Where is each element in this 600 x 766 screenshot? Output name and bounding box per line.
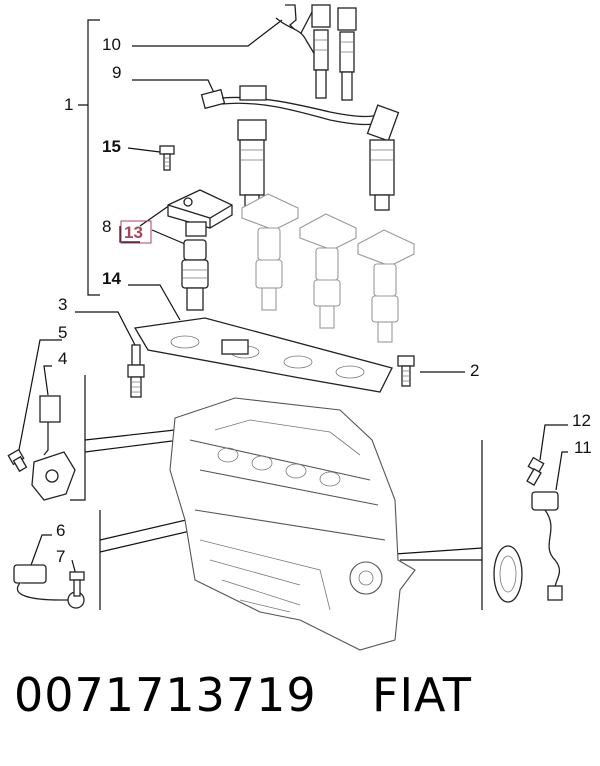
sensor-bracket-right xyxy=(394,440,483,610)
leader-5 xyxy=(17,339,62,456)
callout-14: 14 xyxy=(102,269,121,288)
screw-15 xyxy=(159,145,175,171)
leader-12 xyxy=(539,424,568,461)
brand: FIAT xyxy=(372,668,473,722)
part-number: 0071713719 xyxy=(14,668,317,722)
ignition-cable-set-9 xyxy=(200,85,400,211)
callout-6: 6 xyxy=(56,521,65,540)
callout-10: 10 xyxy=(102,35,121,54)
leader-15 xyxy=(127,147,161,153)
callout-13-box xyxy=(120,220,152,244)
ghost-coils xyxy=(241,193,415,343)
screw-2 xyxy=(397,355,415,387)
callout-3: 3 xyxy=(58,295,67,314)
crank-sensor-11 xyxy=(531,491,563,601)
ignition-cable-set-10 xyxy=(275,4,357,101)
leader-4 xyxy=(43,365,52,396)
callout-7: 7 xyxy=(56,547,65,566)
callout-2: 2 xyxy=(470,361,479,380)
ignition-coil-8 xyxy=(167,189,233,237)
callout-1: 1 xyxy=(64,95,73,114)
leader-13 xyxy=(151,229,186,245)
leader-14 xyxy=(128,284,181,321)
callout-5: 5 xyxy=(58,323,67,342)
boot-13 xyxy=(181,239,209,311)
leader-3 xyxy=(75,311,136,346)
callout-12: 12 xyxy=(572,411,591,430)
callout-13: 13 xyxy=(124,223,143,242)
sensor-4 xyxy=(31,395,76,501)
leader-6 xyxy=(29,534,52,569)
leader-8 xyxy=(119,204,171,243)
leader-9 xyxy=(132,79,216,96)
callout-15: 15 xyxy=(102,137,121,156)
callout-4: 4 xyxy=(58,349,67,368)
spark-plug-3 xyxy=(127,344,145,398)
cover-plate-14 xyxy=(133,317,393,393)
sensor-bracket-left xyxy=(70,375,181,501)
tone-wheel xyxy=(493,545,523,603)
exploded-parts-diagram: 10 9 1 15 8 13 14 3 5 4 2 12 11 6 7 xyxy=(7,4,592,651)
group-bracket xyxy=(78,19,100,296)
callout-8: 8 xyxy=(102,217,111,236)
footer: 0071713719 FIAT xyxy=(0,668,600,738)
callout-11: 11 xyxy=(574,438,592,457)
screw-12 xyxy=(526,456,545,486)
screw-7 xyxy=(69,571,85,597)
callout-9: 9 xyxy=(112,63,121,82)
knock-sensor-6 xyxy=(13,564,85,609)
screw-5 xyxy=(7,448,28,473)
leader-11 xyxy=(555,451,568,491)
leader-10 xyxy=(132,19,283,47)
engine-block xyxy=(169,397,416,651)
